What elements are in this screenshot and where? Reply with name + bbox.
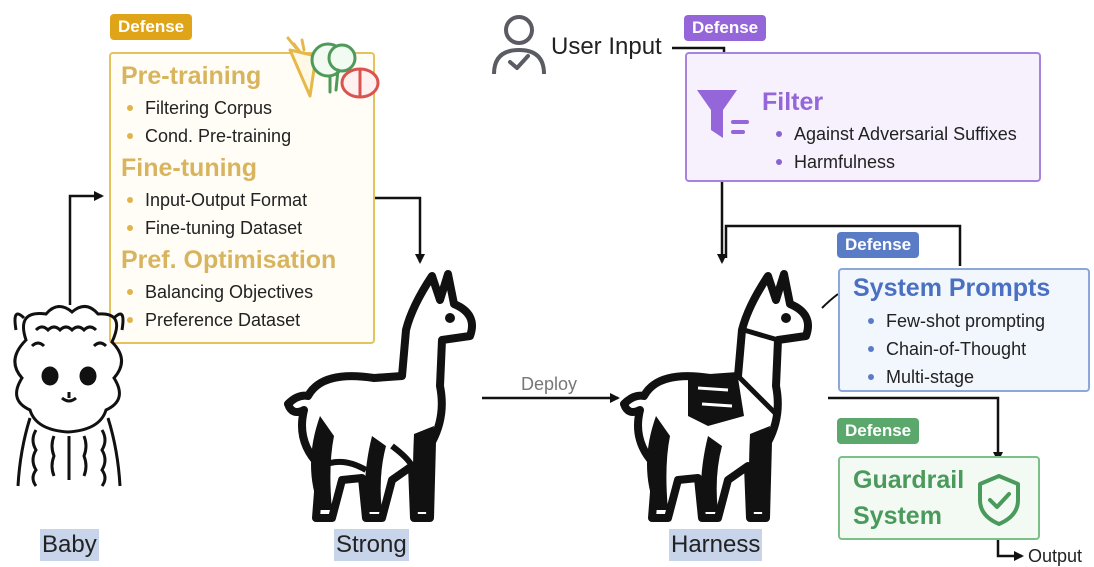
funnel-icon (697, 90, 749, 138)
list-item: Fine-tuning Dataset (121, 214, 307, 242)
arrow-guardrail-to-output (996, 540, 1024, 561)
finetuning-title: Fine-tuning (121, 154, 258, 182)
list-item: Harmfulness (770, 148, 1017, 176)
list-item: Balancing Objectives (121, 278, 313, 306)
speech-connector (821, 293, 839, 309)
system-prompts-box (838, 268, 1090, 392)
strong-llama-illustration (284, 270, 476, 522)
strong-caption: Strong (334, 529, 409, 561)
shield-check-icon (978, 474, 1020, 526)
pref-optimisation-title: Pref. Optimisation (121, 246, 337, 274)
system-prompts-defense-badge: Defense (837, 232, 920, 258)
user-input-label: User Input (551, 33, 662, 60)
system-prompts-list: Few-shot prompting Chain-of-Thought Mult… (862, 307, 1045, 391)
list-item: Preference Dataset (121, 306, 313, 334)
list-item: Multi-stage (862, 363, 1045, 391)
pretraining-list: Filtering Corpus Cond. Pre-training (121, 94, 291, 150)
vegetables-icon (286, 36, 380, 99)
baby-caption: Baby (40, 529, 99, 561)
list-item: Chain-of-Thought (862, 335, 1045, 363)
filter-list: Against Adversarial Suffixes Harmfulness (770, 120, 1017, 176)
guardrail-title-line2: System (853, 502, 942, 530)
system-prompts-title: System Prompts (853, 274, 1051, 302)
baby-alpaca-illustration (13, 305, 125, 487)
training-box (109, 52, 375, 344)
arrow-baby-to-training (68, 191, 104, 305)
filter-box (685, 52, 1041, 182)
list-item: Input-Output Format (121, 186, 307, 214)
pretraining-title: Pre-training (121, 62, 262, 90)
list-item: Against Adversarial Suffixes (770, 120, 1017, 148)
list-item: Filtering Corpus (121, 94, 291, 122)
guardrail-title-line1: Guardrail (853, 466, 965, 494)
pref-optimisation-list: Balancing Objectives Preference Dataset (121, 278, 313, 334)
user-check-icon (492, 15, 546, 75)
finetuning-list: Input-Output Format Fine-tuning Dataset (121, 186, 307, 242)
filter-title: Filter (762, 88, 824, 116)
filter-defense-badge: Defense (684, 15, 767, 41)
list-item: Cond. Pre-training (121, 122, 291, 150)
deploy-label: Deploy (521, 374, 578, 394)
guardrail-defense-badge: Defense (837, 418, 920, 444)
harness-llama-illustration (620, 270, 812, 522)
training-defense-badge: Defense (110, 14, 193, 40)
arrow-harness-to-guardrail (828, 396, 1003, 462)
arrow-system-loop (724, 224, 962, 266)
output-label: Output (1028, 546, 1083, 566)
arrow-training-to-strong (372, 196, 425, 264)
list-item: Few-shot prompting (862, 307, 1045, 335)
harness-caption: Harness (669, 529, 763, 561)
